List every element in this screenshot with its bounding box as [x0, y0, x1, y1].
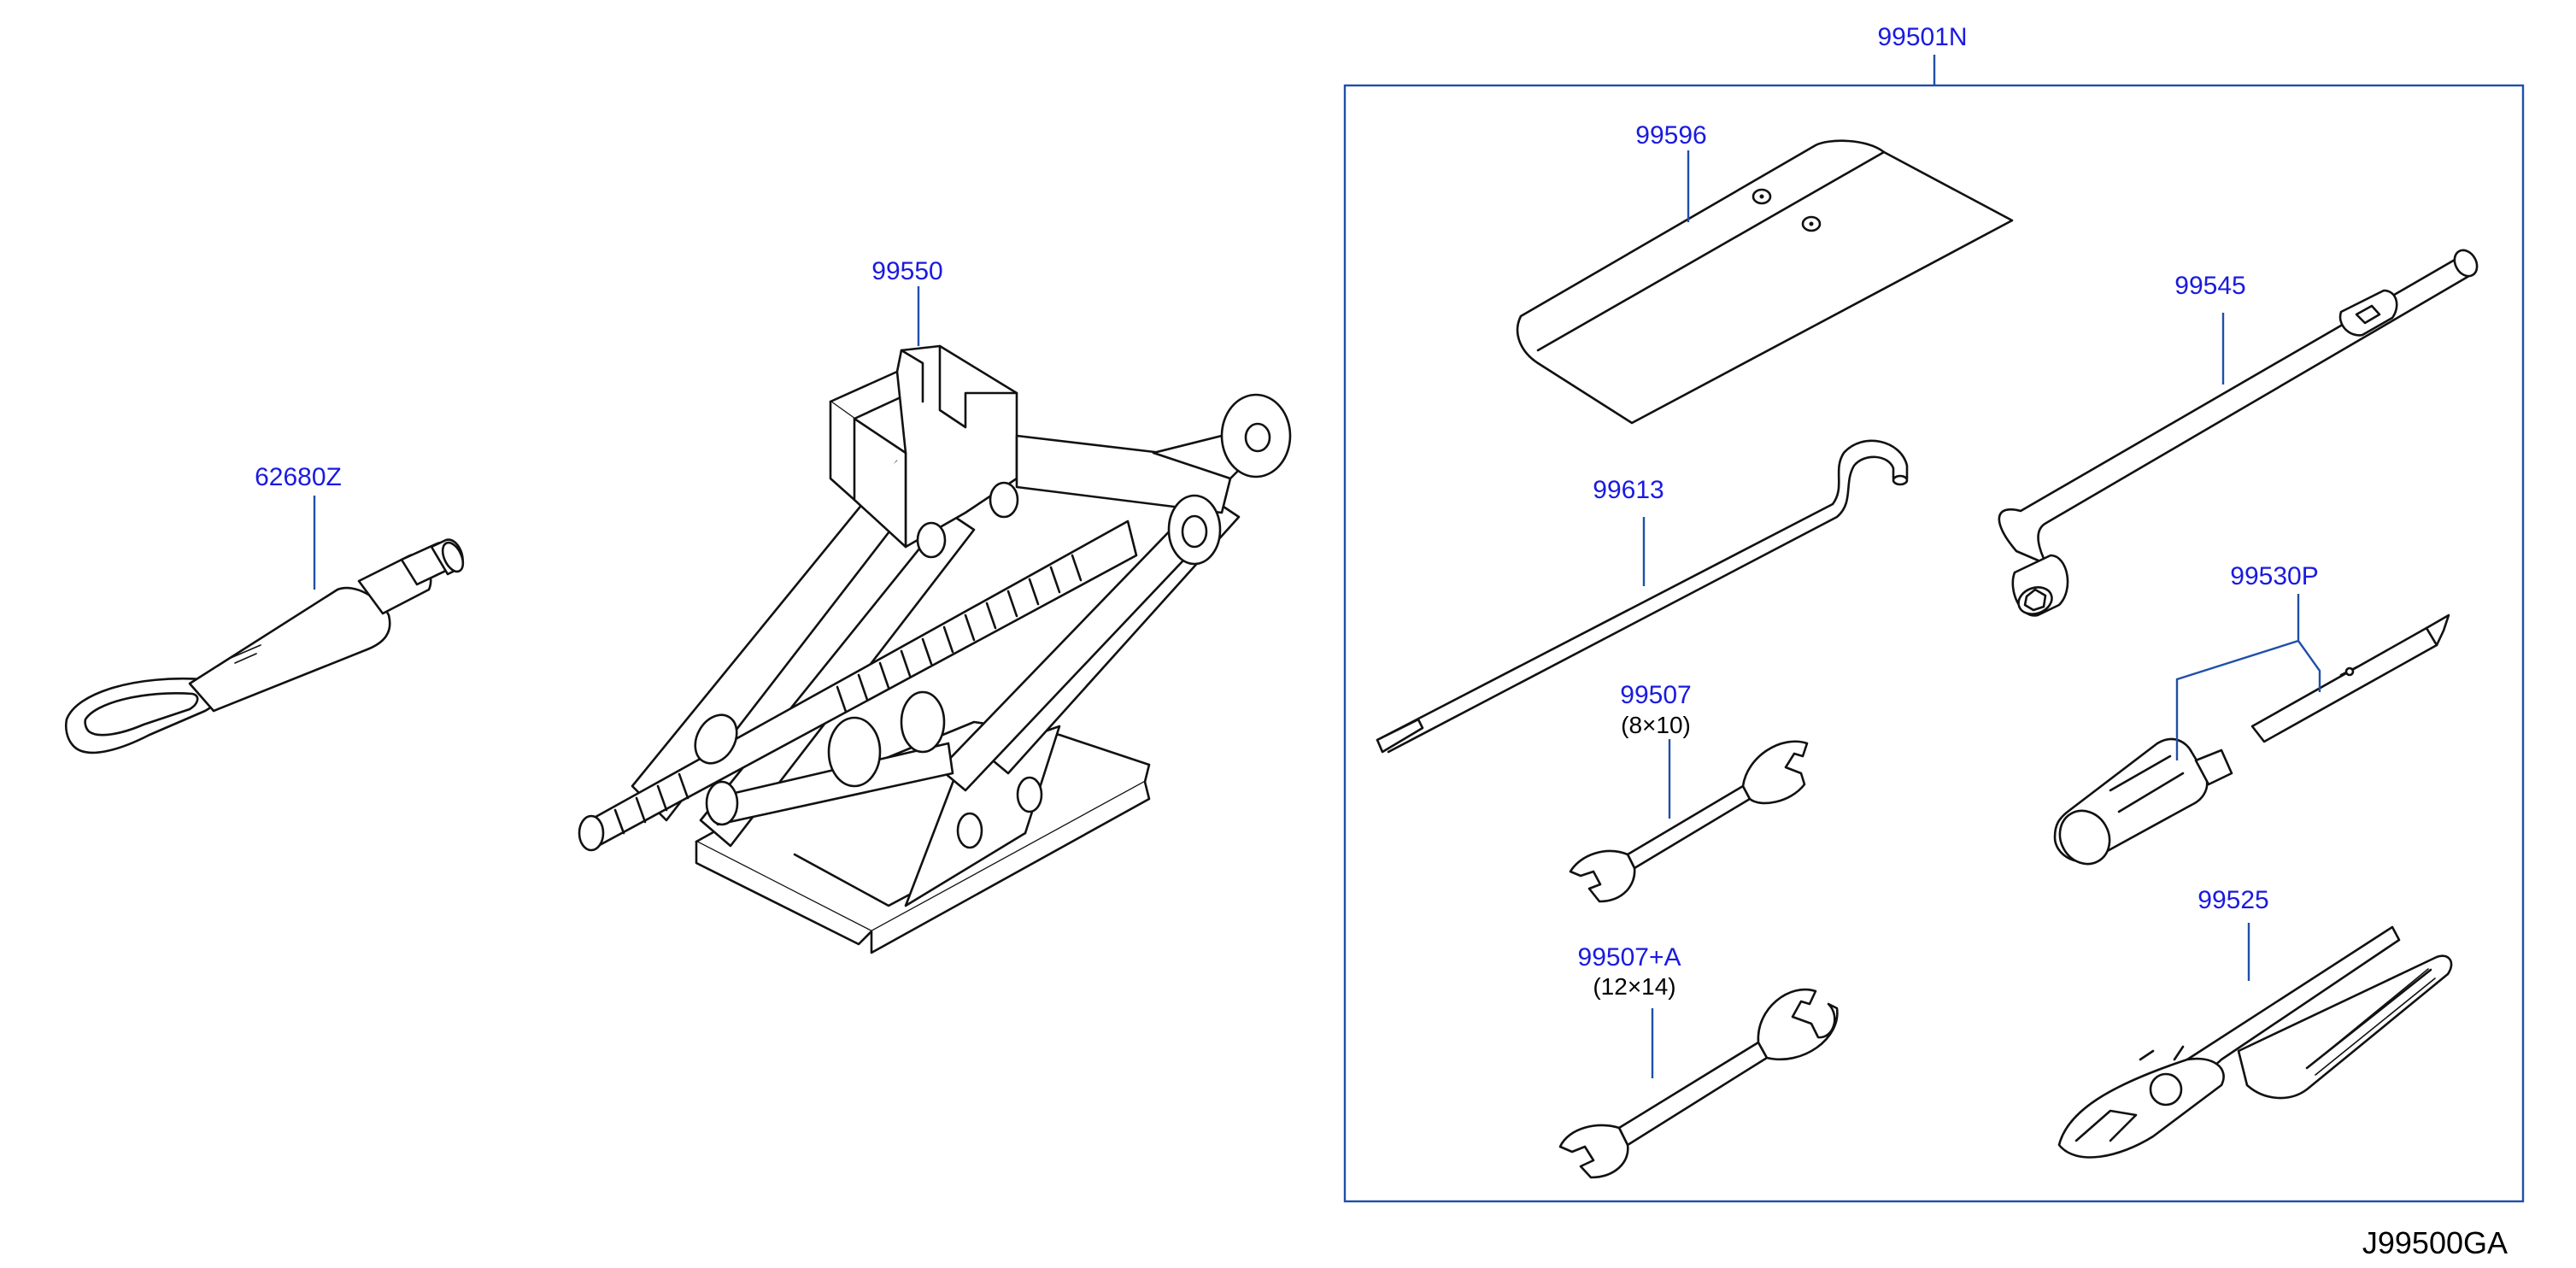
- tool-kit-part-number[interactable]: 99501N: [1877, 23, 1967, 51]
- wrench-small-drawing: [1569, 740, 1809, 903]
- pliers-drawing: [2057, 925, 2453, 1159]
- wheel-wrench-part[interactable]: 99545: [1998, 246, 2482, 619]
- tool-kit-group: 99501N: [1343, 23, 2525, 1203]
- wrench-large-callout[interactable]: 99507+A (12×14): [1578, 943, 1681, 1000]
- wrench-large-size: (12×14): [1593, 973, 1675, 1000]
- jack-part[interactable]: 99550: [578, 257, 1292, 954]
- tool-bag-callout[interactable]: 99596: [1635, 121, 1706, 150]
- pliers-callout[interactable]: 99525: [2198, 886, 2268, 914]
- wheel-wrench-drawing: [1998, 249, 2479, 617]
- screwdriver-leader: [2175, 594, 2321, 760]
- wrench-small-size: (8×10): [1621, 712, 1691, 738]
- tool-bag-part-number[interactable]: 99596: [1635, 121, 1706, 150]
- tool-bag-part[interactable]: 99596: [1516, 121, 2014, 425]
- wrench-small-part[interactable]: 99507 (8×10): [1569, 681, 1809, 903]
- diagram-code: J99500GA: [2362, 1225, 2508, 1260]
- wheel-wrench-part-number[interactable]: 99545: [2174, 272, 2245, 300]
- tool-kit-callout[interactable]: 99501N: [1877, 23, 1967, 51]
- tow-hook-drawing: [64, 538, 465, 754]
- jack-part-number[interactable]: 99550: [871, 257, 942, 285]
- screwdriver-drawing: [2053, 613, 2450, 866]
- wrench-small-callout[interactable]: 99507 (8×10): [1620, 681, 1691, 738]
- jack-drawing: [578, 344, 1292, 954]
- pliers-part-number[interactable]: 99525: [2198, 886, 2268, 914]
- wrench-small-part-number[interactable]: 99507: [1620, 681, 1691, 709]
- wrench-large-part-number[interactable]: 99507+A: [1578, 943, 1681, 972]
- wrench-large-drawing: [1558, 988, 1839, 1179]
- jack-handle-drawing: [1376, 439, 1909, 754]
- screwdriver-part[interactable]: 99530P: [2051, 562, 2450, 873]
- screwdriver-part-number[interactable]: 99530P: [2230, 562, 2318, 590]
- wheel-wrench-callout[interactable]: 99545: [2174, 272, 2245, 300]
- tool-bag-drawing: [1516, 139, 2014, 425]
- tow-hook-callout[interactable]: 62680Z: [255, 463, 342, 491]
- jack-handle-part-number[interactable]: 99613: [1593, 476, 1664, 504]
- screwdriver-callout[interactable]: 99530P: [2230, 562, 2318, 590]
- jack-handle-part[interactable]: 99613: [1376, 439, 1909, 754]
- jack-handle-callout[interactable]: 99613: [1593, 476, 1664, 504]
- pliers-part[interactable]: 99525: [2057, 886, 2453, 1159]
- wrench-large-part[interactable]: 99507+A (12×14): [1558, 943, 1839, 1179]
- tow-hook-part-number[interactable]: 62680Z: [255, 463, 342, 491]
- jack-callout[interactable]: 99550: [871, 257, 942, 285]
- tow-hook-part[interactable]: 62680Z: [64, 463, 466, 754]
